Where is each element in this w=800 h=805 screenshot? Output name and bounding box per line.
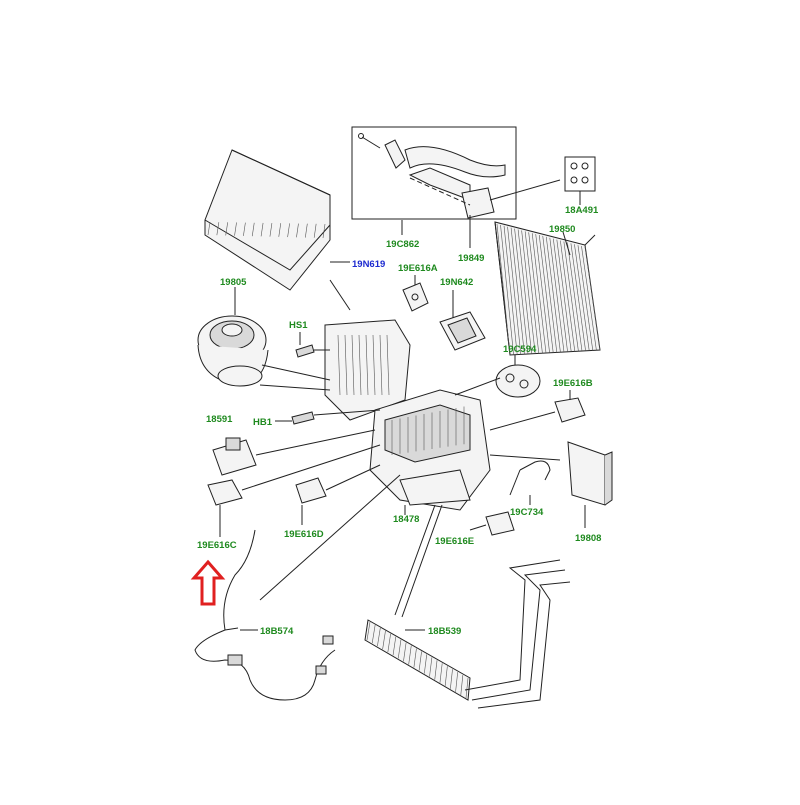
control-module-19808	[567, 441, 613, 506]
label-18591: 18591	[206, 414, 233, 425]
actuator-19E616B	[554, 397, 586, 423]
label-19C862: 19C862	[386, 239, 419, 250]
heater-pipes	[464, 559, 571, 709]
hvac-housing-left	[324, 319, 411, 421]
label-19805: 19805	[220, 277, 247, 288]
screw-HS1	[295, 344, 315, 358]
wiring-harness	[194, 529, 336, 701]
label-18A491: 18A491	[565, 205, 599, 216]
label-19E616D: 19E616D	[284, 529, 324, 540]
label-19E616A: 19E616A	[398, 263, 438, 274]
label-19E616B: 19E616B	[553, 378, 593, 389]
blower-motor	[197, 315, 269, 387]
part-labels: 19C862 19849 18A491 19850 19N619 19E616A…	[197, 205, 601, 637]
heater-core	[364, 619, 471, 701]
actuator-19E616C	[207, 479, 243, 506]
cabin-filter	[204, 149, 331, 291]
label-19E616C: 19E616C	[197, 540, 237, 551]
leader-lines	[219, 215, 586, 631]
label-19N619: 19N619	[352, 259, 385, 270]
label-19N642: 19N642	[440, 277, 473, 288]
actuator-19E616D	[295, 477, 327, 504]
label-18478: 18478	[393, 514, 419, 525]
pipe-assembly-inset	[351, 126, 561, 220]
evaporator-core	[494, 221, 601, 356]
seal-kit-box	[564, 156, 596, 205]
actuator-19E616E	[485, 511, 515, 536]
label-19850: 19850	[549, 224, 575, 235]
actuator-19E616A	[402, 282, 429, 312]
label-19E616E: 19E616E	[435, 536, 474, 547]
seal-19C594	[495, 364, 541, 398]
sensor-19C734	[509, 460, 551, 496]
up-arrow-icon	[190, 559, 226, 606]
seal-19N642	[439, 311, 486, 351]
label-19C734: 19C734	[510, 507, 544, 518]
label-18B539: 18B539	[428, 626, 461, 637]
label-HB1: HB1	[253, 417, 273, 428]
hvac-housing-main	[369, 389, 491, 511]
label-19849: 19849	[458, 253, 484, 264]
screw-HB1	[291, 411, 315, 425]
label-19808: 19808	[575, 533, 601, 544]
label-18B574: 18B574	[260, 626, 294, 637]
label-HS1: HS1	[289, 320, 308, 331]
blower-resistor-18591	[212, 437, 257, 476]
label-19C594: 19C594	[503, 344, 537, 355]
